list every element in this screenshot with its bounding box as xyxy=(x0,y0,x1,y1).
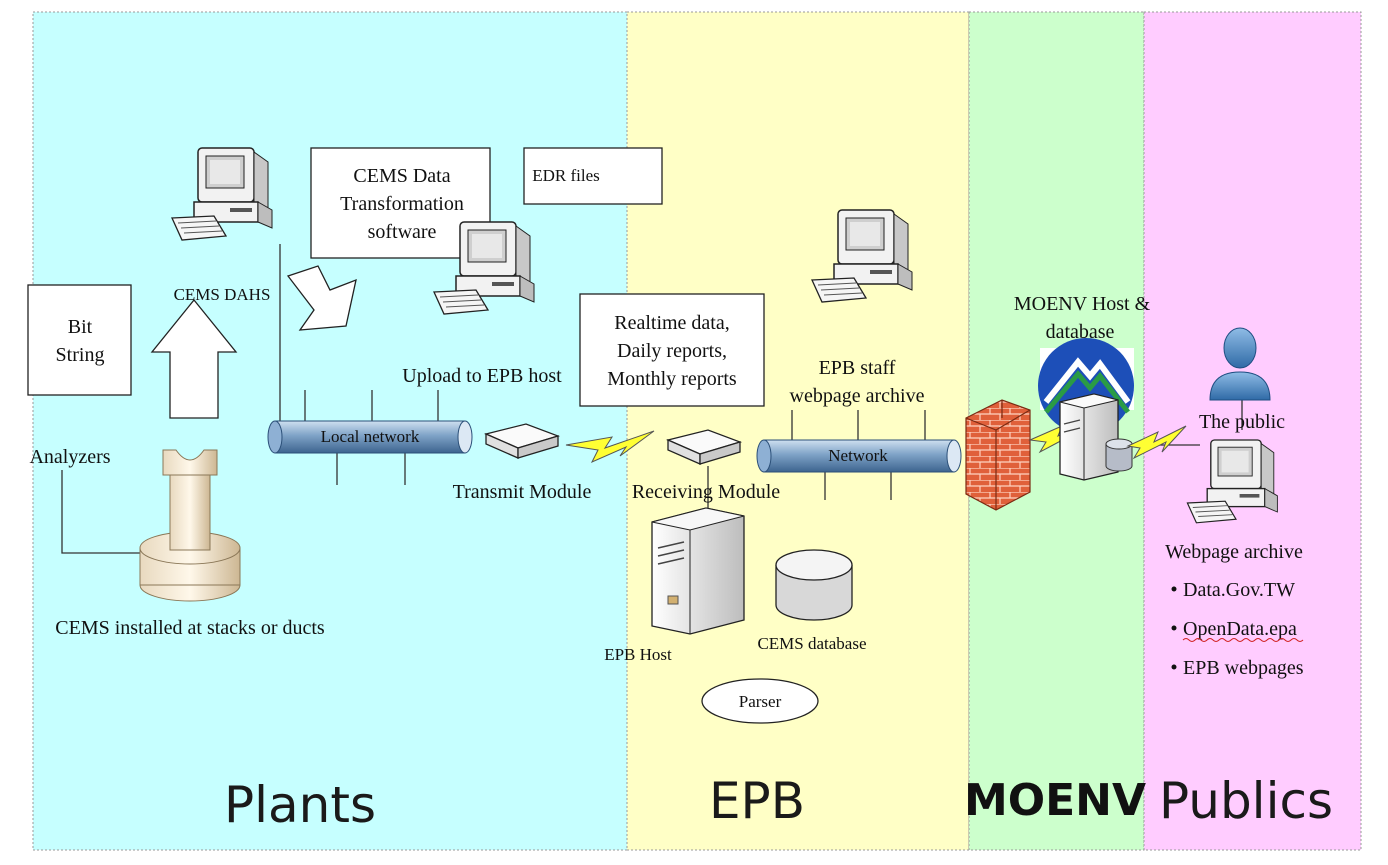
zone-title-moenv: MOENV xyxy=(964,775,1146,826)
upload-label: Upload to EPB host xyxy=(402,365,562,387)
webpage-archive-label: Webpage archive xyxy=(1165,541,1303,563)
zone-title-publics: Publics xyxy=(1159,772,1333,830)
network-label: Network xyxy=(828,446,888,465)
transformation-label-1: CEMS Data xyxy=(353,165,450,187)
epb-host-label: EPB Host xyxy=(604,645,672,664)
cems-database-label: CEMS database xyxy=(757,634,866,653)
cems-dahs-label: CEMS DAHS xyxy=(174,285,271,304)
archive-item-1: Data.Gov.TW xyxy=(1183,579,1295,601)
diagonal-arrow-icon xyxy=(286,265,357,331)
connector-lines xyxy=(61,244,1243,554)
parser-label: Parser xyxy=(739,692,782,711)
bullet-1 xyxy=(1171,586,1177,592)
reports-label-3: Monthly reports xyxy=(607,368,737,390)
epb-zone xyxy=(626,11,970,851)
reports-label-2: Daily reports, xyxy=(617,340,727,362)
stack-icon xyxy=(139,449,241,602)
moenv-host-label-2: database xyxy=(1046,321,1115,343)
zone-title-epb: EPB xyxy=(709,772,805,830)
moenv-host-label-1: MOENV Host & xyxy=(1014,293,1151,315)
lightning-icon xyxy=(565,430,655,464)
cems-installed-label: CEMS installed at stacks or ducts xyxy=(55,617,325,639)
spellcheck-underline xyxy=(1182,638,1304,642)
transformation-label-3: software xyxy=(368,221,437,243)
receiving-module-label: Receiving Module xyxy=(632,481,780,503)
epb-host-server-icon xyxy=(651,507,745,635)
firewall-icon xyxy=(965,399,1031,511)
archive-item-3: EPB webpages xyxy=(1183,657,1304,679)
parser-ellipse xyxy=(701,678,819,724)
local-network-label: Local network xyxy=(321,427,420,446)
moenv-server-icon xyxy=(1059,393,1133,481)
public-person-icon xyxy=(1209,327,1271,401)
bit-string-label-1: Bit xyxy=(68,316,93,338)
local-network-pipe xyxy=(267,420,473,454)
bullet-3 xyxy=(1171,664,1177,670)
network-pipe xyxy=(756,439,962,473)
zone-title-plants: Plants xyxy=(224,776,376,834)
bullet-2 xyxy=(1171,625,1177,631)
transmit-module-label: Transmit Module xyxy=(453,481,592,503)
reports-label-1: Realtime data, xyxy=(614,312,730,334)
archive-item-2: OpenData.epa xyxy=(1183,618,1297,640)
the-public-label: The public xyxy=(1199,411,1285,433)
transformation-label-2: Transformation xyxy=(340,193,464,215)
epb-staff-label-1: EPB staff xyxy=(819,357,896,379)
analyzers-label: Analyzers xyxy=(29,446,110,468)
lightning-icon-3 xyxy=(1126,425,1187,460)
bit-string-box xyxy=(27,284,132,396)
edr-files-label: EDR files xyxy=(532,166,600,185)
reports-box xyxy=(579,293,765,407)
bit-string-label-2: String xyxy=(56,344,105,366)
cems-database-icon xyxy=(775,549,853,621)
up-arrow-icon xyxy=(150,298,238,419)
epb-staff-label-2: webpage archive xyxy=(790,385,925,407)
edr-files-box xyxy=(523,147,663,205)
